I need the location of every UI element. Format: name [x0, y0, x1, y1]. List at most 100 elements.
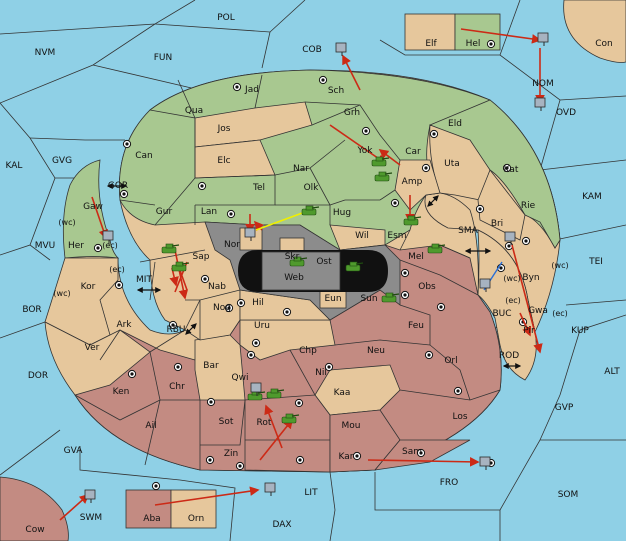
land-label-kat: Kat [504, 165, 519, 175]
supply-center-dot [393, 201, 397, 205]
army-unit-icon[interactable] [427, 243, 446, 254]
land-cow[interactable] [0, 476, 69, 541]
land-orn[interactable] [170, 489, 217, 529]
army-unit-icon[interactable] [161, 243, 180, 254]
land-rot[interactable] [244, 394, 331, 473]
supply-center-dot [176, 365, 180, 369]
land-label-eld: Eld [448, 119, 462, 129]
sea-label-nvm: NVM [35, 48, 56, 58]
land-label-rot: Rot [257, 418, 272, 428]
supply-center-dot [478, 207, 482, 211]
land-label-nor: Nor [224, 240, 240, 250]
sea-label-sma: SMA [458, 226, 478, 236]
fleet-unit-icon[interactable] [504, 231, 516, 245]
sea-label-gvg: GVG [52, 156, 72, 166]
army-unit-icon[interactable] [374, 171, 393, 182]
land-label-web: Web [284, 273, 304, 283]
supply-center-dot [125, 142, 129, 146]
sea-label-rbu: RBU [166, 325, 185, 335]
land-label-gaw: Gaw [83, 202, 103, 212]
supply-center-dot [239, 301, 243, 305]
land-label-sap: Sap [193, 252, 210, 262]
support-line [255, 211, 306, 231]
supply-center-dot [254, 341, 258, 345]
move-arrow [264, 404, 283, 449]
fleet-unit-icon[interactable] [534, 97, 546, 111]
land-rie[interactable] [477, 169, 526, 241]
coast-tag: (ec) [552, 309, 568, 318]
supply-center-dot [432, 132, 436, 136]
coast-tag: (wc) [53, 289, 70, 298]
land-label-nog: Nog [213, 303, 231, 313]
fleet-unit-icon[interactable] [84, 489, 96, 503]
land-label-feu: Feu [408, 321, 424, 331]
land-label-ark: Ark [116, 320, 132, 330]
land-label-grh: Grh [344, 108, 360, 118]
move-arrow [174, 249, 189, 300]
sea-label-con: Con [595, 39, 613, 49]
army-unit-icon[interactable] [266, 388, 285, 399]
fleet-unit-icon[interactable] [250, 382, 262, 396]
supply-center-dot [227, 306, 231, 310]
supply-center-dot [238, 464, 242, 468]
supply-center-dot [355, 454, 359, 458]
sea-label-dor: DOR [28, 371, 48, 381]
sea-label-fun: FUN [154, 53, 173, 63]
supply-center-dot [321, 78, 325, 82]
order-arrows [59, 28, 545, 521]
army-unit-icon[interactable] [403, 215, 422, 226]
army-unit-icon[interactable] [371, 156, 390, 167]
land-label-wil: Wil [355, 231, 369, 241]
sea-label-cob: COB [302, 45, 322, 55]
army-unit-icon[interactable] [171, 261, 190, 272]
land-web-ost[interactable] [261, 251, 341, 291]
supply-center-dot [249, 353, 253, 357]
coast-tag: (wc) [551, 261, 568, 270]
coast-tag: (ec) [102, 241, 118, 250]
land-label-car: Car [405, 147, 421, 157]
move-arrow [154, 486, 260, 506]
unit-markers[interactable] [84, 32, 549, 503]
army-unit-icon[interactable] [289, 256, 308, 267]
land-label-ver: Ver [85, 343, 100, 353]
fleet-unit-icon[interactable] [537, 32, 549, 46]
supply-center-dot [419, 451, 423, 455]
army-unit-icon[interactable] [345, 261, 364, 272]
land-con[interactable] [563, 0, 626, 63]
sea-label-gor: GOR [108, 181, 128, 191]
sea-label-tei: TEI [588, 257, 603, 267]
supply-center-dot [499, 266, 503, 270]
land-label-esm: Esm [387, 231, 406, 241]
fleet-unit-icon[interactable] [244, 227, 256, 241]
fleet-unit-icon[interactable] [335, 42, 347, 56]
land-label-ken: Ken [113, 387, 130, 397]
army-unit-icon[interactable] [301, 205, 320, 216]
province-borders [74, 74, 501, 470]
army-unit-icon[interactable] [281, 413, 300, 424]
sea-label-kal: KAL [6, 161, 23, 171]
sea-label-kup: KUP [571, 326, 589, 336]
land-elf[interactable] [404, 13, 456, 51]
land-label-neu: Neu [367, 346, 385, 356]
sea-label-swm: SWM [80, 513, 102, 523]
land-label-sot: Sot [219, 417, 234, 427]
army-unit-icon[interactable] [381, 292, 400, 303]
sea-label-buc: BUC [492, 309, 511, 319]
fleet-unit-icon[interactable] [479, 456, 491, 470]
supply-center-dot [424, 166, 428, 170]
fleet-unit-icon[interactable] [479, 278, 491, 292]
coast-tag: (wc) [58, 218, 75, 227]
supply-center-dot [456, 389, 460, 393]
sea-label-rod: ROD [499, 351, 519, 361]
land-label-cow: Cow [25, 525, 44, 535]
fleet-unit-icon[interactable] [264, 482, 276, 496]
sea-label-ovd: OVD [556, 108, 576, 118]
army-unit-icon[interactable] [247, 390, 266, 401]
land-label-lan: Lan [201, 207, 217, 217]
fleet-unit-icon[interactable] [102, 230, 114, 244]
land-label-gur: Gur [156, 207, 173, 217]
land-label-los: Los [452, 412, 467, 422]
land-label-nab: Nab [208, 282, 226, 292]
supply-center-dot [117, 283, 121, 287]
